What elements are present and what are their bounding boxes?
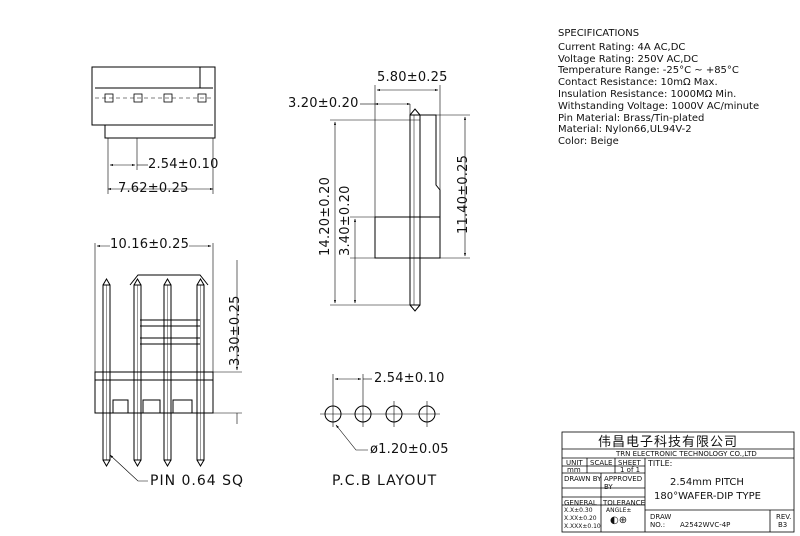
rev-label: REV. bbox=[776, 513, 792, 521]
spec-line: Color: Beige bbox=[558, 136, 619, 148]
sheet-value: 1 of 1 bbox=[620, 466, 641, 474]
dim-pitch-top: 2.54±0.10 bbox=[148, 157, 219, 172]
pcb-layout bbox=[320, 374, 440, 451]
title-label: TITLE: bbox=[648, 459, 673, 468]
approved-by-label: APPROVED BY bbox=[604, 475, 643, 491]
title-block bbox=[561, 431, 795, 533]
specifications-title: SPECIFICATIONS bbox=[558, 28, 640, 39]
tolerance-label: TOLERANCE bbox=[603, 499, 646, 507]
product-title-line2: 180°WAFER-DIP TYPE bbox=[654, 491, 761, 502]
general-label: GENERAL bbox=[564, 499, 597, 507]
top-view bbox=[91, 66, 216, 194]
dim-housing-width: 7.62±0.25 bbox=[118, 181, 189, 196]
spec-line: Current Rating: 4A AC,DC bbox=[558, 41, 686, 53]
unit-value: mm bbox=[567, 466, 581, 474]
dim-front-width: 10.16±0.25 bbox=[110, 237, 190, 252]
sheet-label: SHEET bbox=[618, 459, 641, 467]
unit-label: UNIT bbox=[566, 459, 583, 467]
pin-label: PIN 0.64 SQ bbox=[150, 473, 245, 489]
spec-line: Pin Material: Brass/Tin-plated bbox=[558, 112, 705, 124]
product-title-line1: 2.54mm PITCH bbox=[670, 477, 744, 488]
dim-overall-height: 14.20±0.20 bbox=[318, 176, 333, 256]
dim-hole-diameter: ø1.20±0.05 bbox=[370, 442, 449, 457]
dim-top-width: 5.80±0.25 bbox=[377, 70, 448, 85]
spec-line: Contact Resistance: 10mΩ Max. bbox=[558, 77, 718, 89]
specifications-block: SPECIFICATIONS Current Rating: 4A AC,DC … bbox=[558, 28, 759, 148]
tolerance-line: X.XXX±0.10 bbox=[564, 523, 601, 530]
draw-no-label: DRAW NO.: bbox=[650, 513, 672, 529]
pcb-layout-label: P.C.B LAYOUT bbox=[332, 473, 438, 489]
dim-pin-length: 11.40±0.25 bbox=[456, 154, 471, 234]
spec-line: Insulation Resistance: 1000MΩ Min. bbox=[558, 88, 737, 100]
spec-line: Voltage Rating: 250V AC,DC bbox=[558, 53, 699, 65]
angle-label: ANGLE± bbox=[606, 507, 632, 514]
dim-header-height: 3.40±0.20 bbox=[338, 185, 353, 256]
front-view bbox=[94, 243, 242, 482]
draw-no-value: A2542WVC-4P bbox=[680, 521, 731, 529]
dim-pcb-pitch: 2.54±0.10 bbox=[374, 371, 445, 386]
dim-pin-offset: 3.20±0.20 bbox=[288, 96, 359, 111]
spec-line: Withstanding Voltage: 1000V AC/minute bbox=[558, 100, 760, 112]
side-view bbox=[330, 85, 470, 312]
projection-symbol-icon: ◐⊕ bbox=[610, 515, 628, 526]
dim-front-height: 3.30±0.25 bbox=[228, 295, 243, 366]
company-name-en: TRN ELECTRONIC TECHNOLOGY CO.,LTD bbox=[616, 450, 757, 458]
tolerance-line: X.XX±0.20 bbox=[564, 515, 597, 522]
tolerance-line: X.X±0.30 bbox=[564, 507, 593, 514]
drawn-by-label: DRAWN BY bbox=[564, 475, 602, 483]
spec-line: Material: Nylon66,UL94V-2 bbox=[558, 124, 692, 136]
scale-label: SCALE bbox=[590, 459, 613, 467]
rev-value: B3 bbox=[778, 521, 788, 529]
company-name-cn: 伟昌电子科技有限公司 bbox=[598, 435, 739, 450]
spec-line: Temperature Range: -25°C ~ +85°C bbox=[558, 65, 739, 77]
